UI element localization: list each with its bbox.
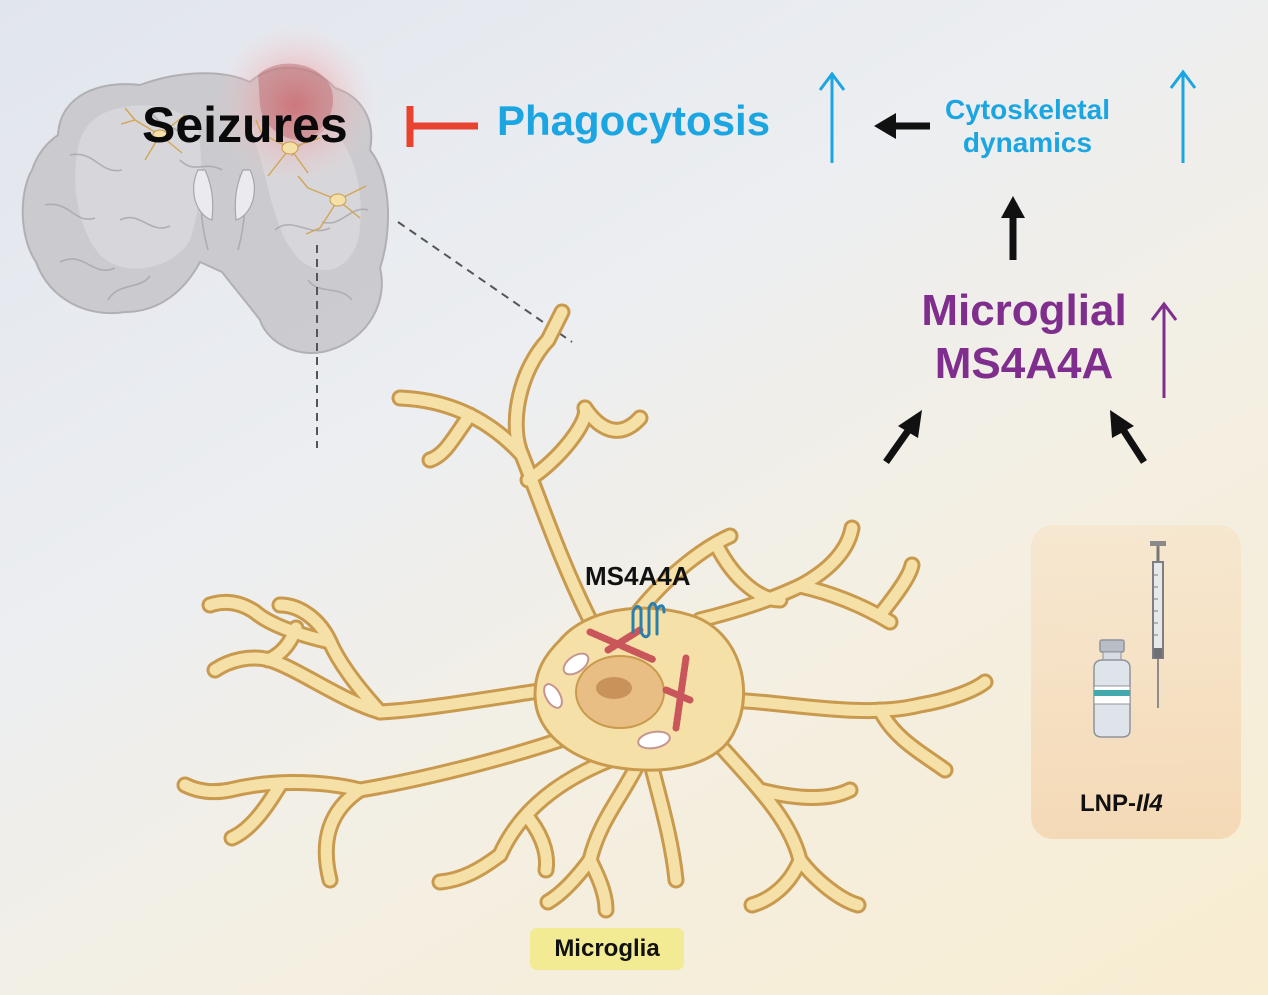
- phagocytosis-up-arrow-icon: [818, 71, 846, 163]
- lnp-prefix: LNP-: [1080, 790, 1136, 817]
- nucleolus-icon: [596, 677, 632, 699]
- cyto-up-arrow-icon: [1169, 69, 1197, 163]
- lnp-to-ms4a4a-arrow-icon: [1110, 410, 1147, 464]
- ms4a4a-cell-label: MS4A4A: [585, 561, 691, 591]
- brain-section-illustration: [21, 25, 390, 355]
- mitochondria-icon: [543, 652, 671, 750]
- microglial-line1: Microglial: [921, 286, 1127, 335]
- actin-filament-icon: [586, 626, 694, 732]
- zoom-line-right: [397, 221, 573, 343]
- lnp-gene: Il4: [1136, 790, 1163, 817]
- cytoskeletal-line2: dynamics: [962, 127, 1093, 159]
- vial-icon: [1093, 639, 1131, 738]
- cyto-to-phago-arrow-icon: [874, 113, 930, 139]
- phagocytosis-label: Phagocytosis: [497, 97, 771, 144]
- ms4a4a-protein-icon: [631, 601, 666, 639]
- lnp-panel: [1031, 525, 1241, 839]
- syringe-icon: [1150, 541, 1166, 708]
- cytoskeletal-dynamics-label: Cytoskeletal dynamics: [930, 93, 1125, 159]
- lnp-il4-label: LNP-Il4: [1080, 792, 1163, 816]
- ms4a4a-to-cyto-arrow-icon: [1001, 196, 1025, 260]
- seizures-label: Seizures: [142, 97, 348, 153]
- inhibition-icon: [406, 106, 478, 147]
- cytoskeletal-line1: Cytoskeletal: [945, 94, 1110, 125]
- cell-to-ms4a4a-arrow-icon: [883, 410, 922, 465]
- microglia-badge: Microglia: [530, 928, 684, 970]
- microglia-cell-illustration: [176, 303, 994, 919]
- ms4a4a-up-arrow-icon: [1150, 301, 1178, 398]
- microglial-line2: MS4A4A: [934, 338, 1114, 388]
- microglial-ms4a4a-label: Microglial MS4A4A: [900, 285, 1148, 391]
